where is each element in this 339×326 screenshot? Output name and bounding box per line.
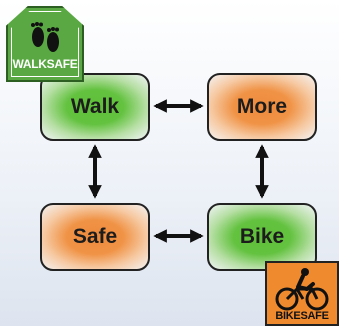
- bikesafe-logo: BIKESAFE: [265, 261, 339, 326]
- walksafe-logo-text: WALKSAFE: [12, 57, 78, 71]
- node-walk-label: Walk: [70, 95, 120, 118]
- walksafe-logo: WALKSAFE: [6, 6, 84, 82]
- node-safe: Safe: [40, 203, 150, 271]
- node-walk: Walk: [40, 73, 150, 141]
- node-more: More: [207, 73, 317, 141]
- walksafe-logo-border: [11, 11, 79, 77]
- node-more-label: More: [236, 95, 288, 118]
- bikesafe-logo-text: BIKESAFE: [275, 310, 329, 322]
- node-safe-label: Safe: [72, 225, 118, 248]
- bicycle-icon: [275, 268, 329, 311]
- node-bike-label: Bike: [239, 225, 285, 248]
- node-bike: Bike: [207, 203, 317, 271]
- footprints-icon: [31, 22, 59, 52]
